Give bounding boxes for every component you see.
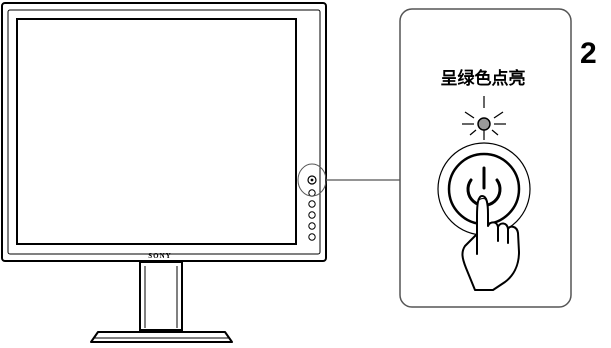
monitor-side-button[interactable] <box>308 211 316 219</box>
step-number: 2 <box>580 37 597 70</box>
monitor-screen <box>16 18 297 245</box>
indicator-caption: 呈绿色点亮 <box>441 68 526 89</box>
stand-neck <box>139 261 183 331</box>
power-indicator-led <box>477 117 491 131</box>
monitor-bezel-inner <box>7 9 321 255</box>
monitor-side-button[interactable] <box>308 233 316 241</box>
monitor-side-button[interactable] <box>308 189 316 197</box>
monitor-side-button[interactable] <box>308 222 316 230</box>
monitor-side-button[interactable] <box>308 200 316 208</box>
stand-base <box>90 331 233 343</box>
light-rays-icon <box>462 96 506 140</box>
pointing-hand-icon <box>461 195 520 291</box>
monitor-power-button-center <box>310 178 314 182</box>
monitor-stand <box>90 261 233 343</box>
brand-logo: SONY <box>148 252 171 260</box>
monitor-side-buttons <box>307 175 317 241</box>
callout-panel: 呈绿色点亮 <box>399 8 572 308</box>
monitor: SONY <box>1 2 327 343</box>
